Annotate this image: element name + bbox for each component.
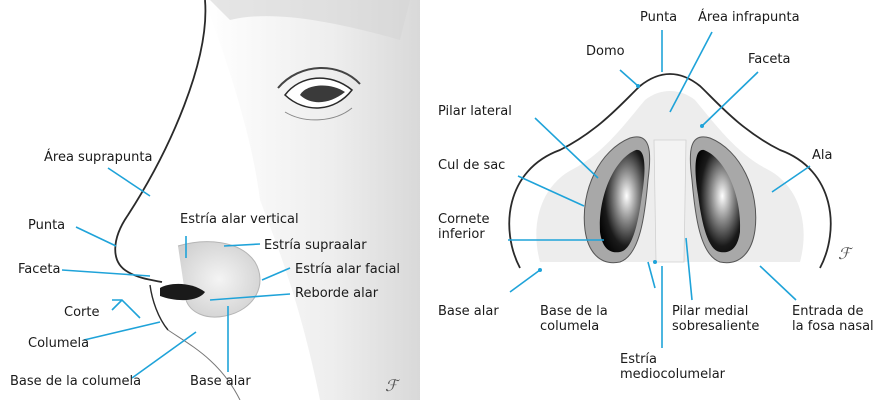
- label-area-suprapunta: Área suprapunta: [44, 150, 152, 165]
- label-punta-right: Punta: [640, 10, 677, 25]
- label-base-alar-left: Base alar: [190, 374, 251, 389]
- base-view-drawing: [509, 74, 830, 268]
- label-estria-supraalar: Estría supraalar: [264, 238, 367, 253]
- label-pilar-lateral: Pilar lateral: [438, 104, 512, 119]
- label-punta-left: Punta: [28, 218, 65, 233]
- label-estria-alar-vertical: Estría alar vertical: [180, 212, 299, 227]
- label-cul-de-sac: Cul de sac: [438, 158, 505, 173]
- artist-signature-left: ℱ: [385, 376, 398, 395]
- label-domo: Domo: [586, 44, 625, 59]
- label-area-infrapunta: Área infrapunta: [698, 10, 800, 25]
- label-columela: Columela: [28, 336, 89, 351]
- label-cornete-inferior: Cornete inferior: [438, 212, 489, 242]
- label-base-columela-right: Base de la columela: [540, 304, 608, 334]
- label-pilar-medial: Pilar medial sobresaliente: [672, 304, 759, 334]
- label-faceta-right: Faceta: [748, 52, 790, 67]
- label-corte: Corte: [64, 305, 99, 320]
- label-base-alar-right: Base alar: [438, 304, 499, 319]
- label-base-columela-left: Base de la columela: [10, 374, 141, 389]
- label-reborde-alar: Reborde alar: [295, 286, 378, 301]
- label-estria-mediocolumelar: Estría mediocolumelar: [620, 352, 725, 382]
- label-faceta-left: Faceta: [18, 262, 60, 277]
- label-entrada-fosa: Entrada de la fosa nasal: [792, 304, 874, 334]
- label-estria-alar-facial: Estría alar facial: [295, 262, 400, 277]
- label-ala: Ala: [812, 148, 832, 163]
- profile-drawing: [115, 0, 420, 400]
- artist-signature-right: ℱ: [838, 244, 851, 263]
